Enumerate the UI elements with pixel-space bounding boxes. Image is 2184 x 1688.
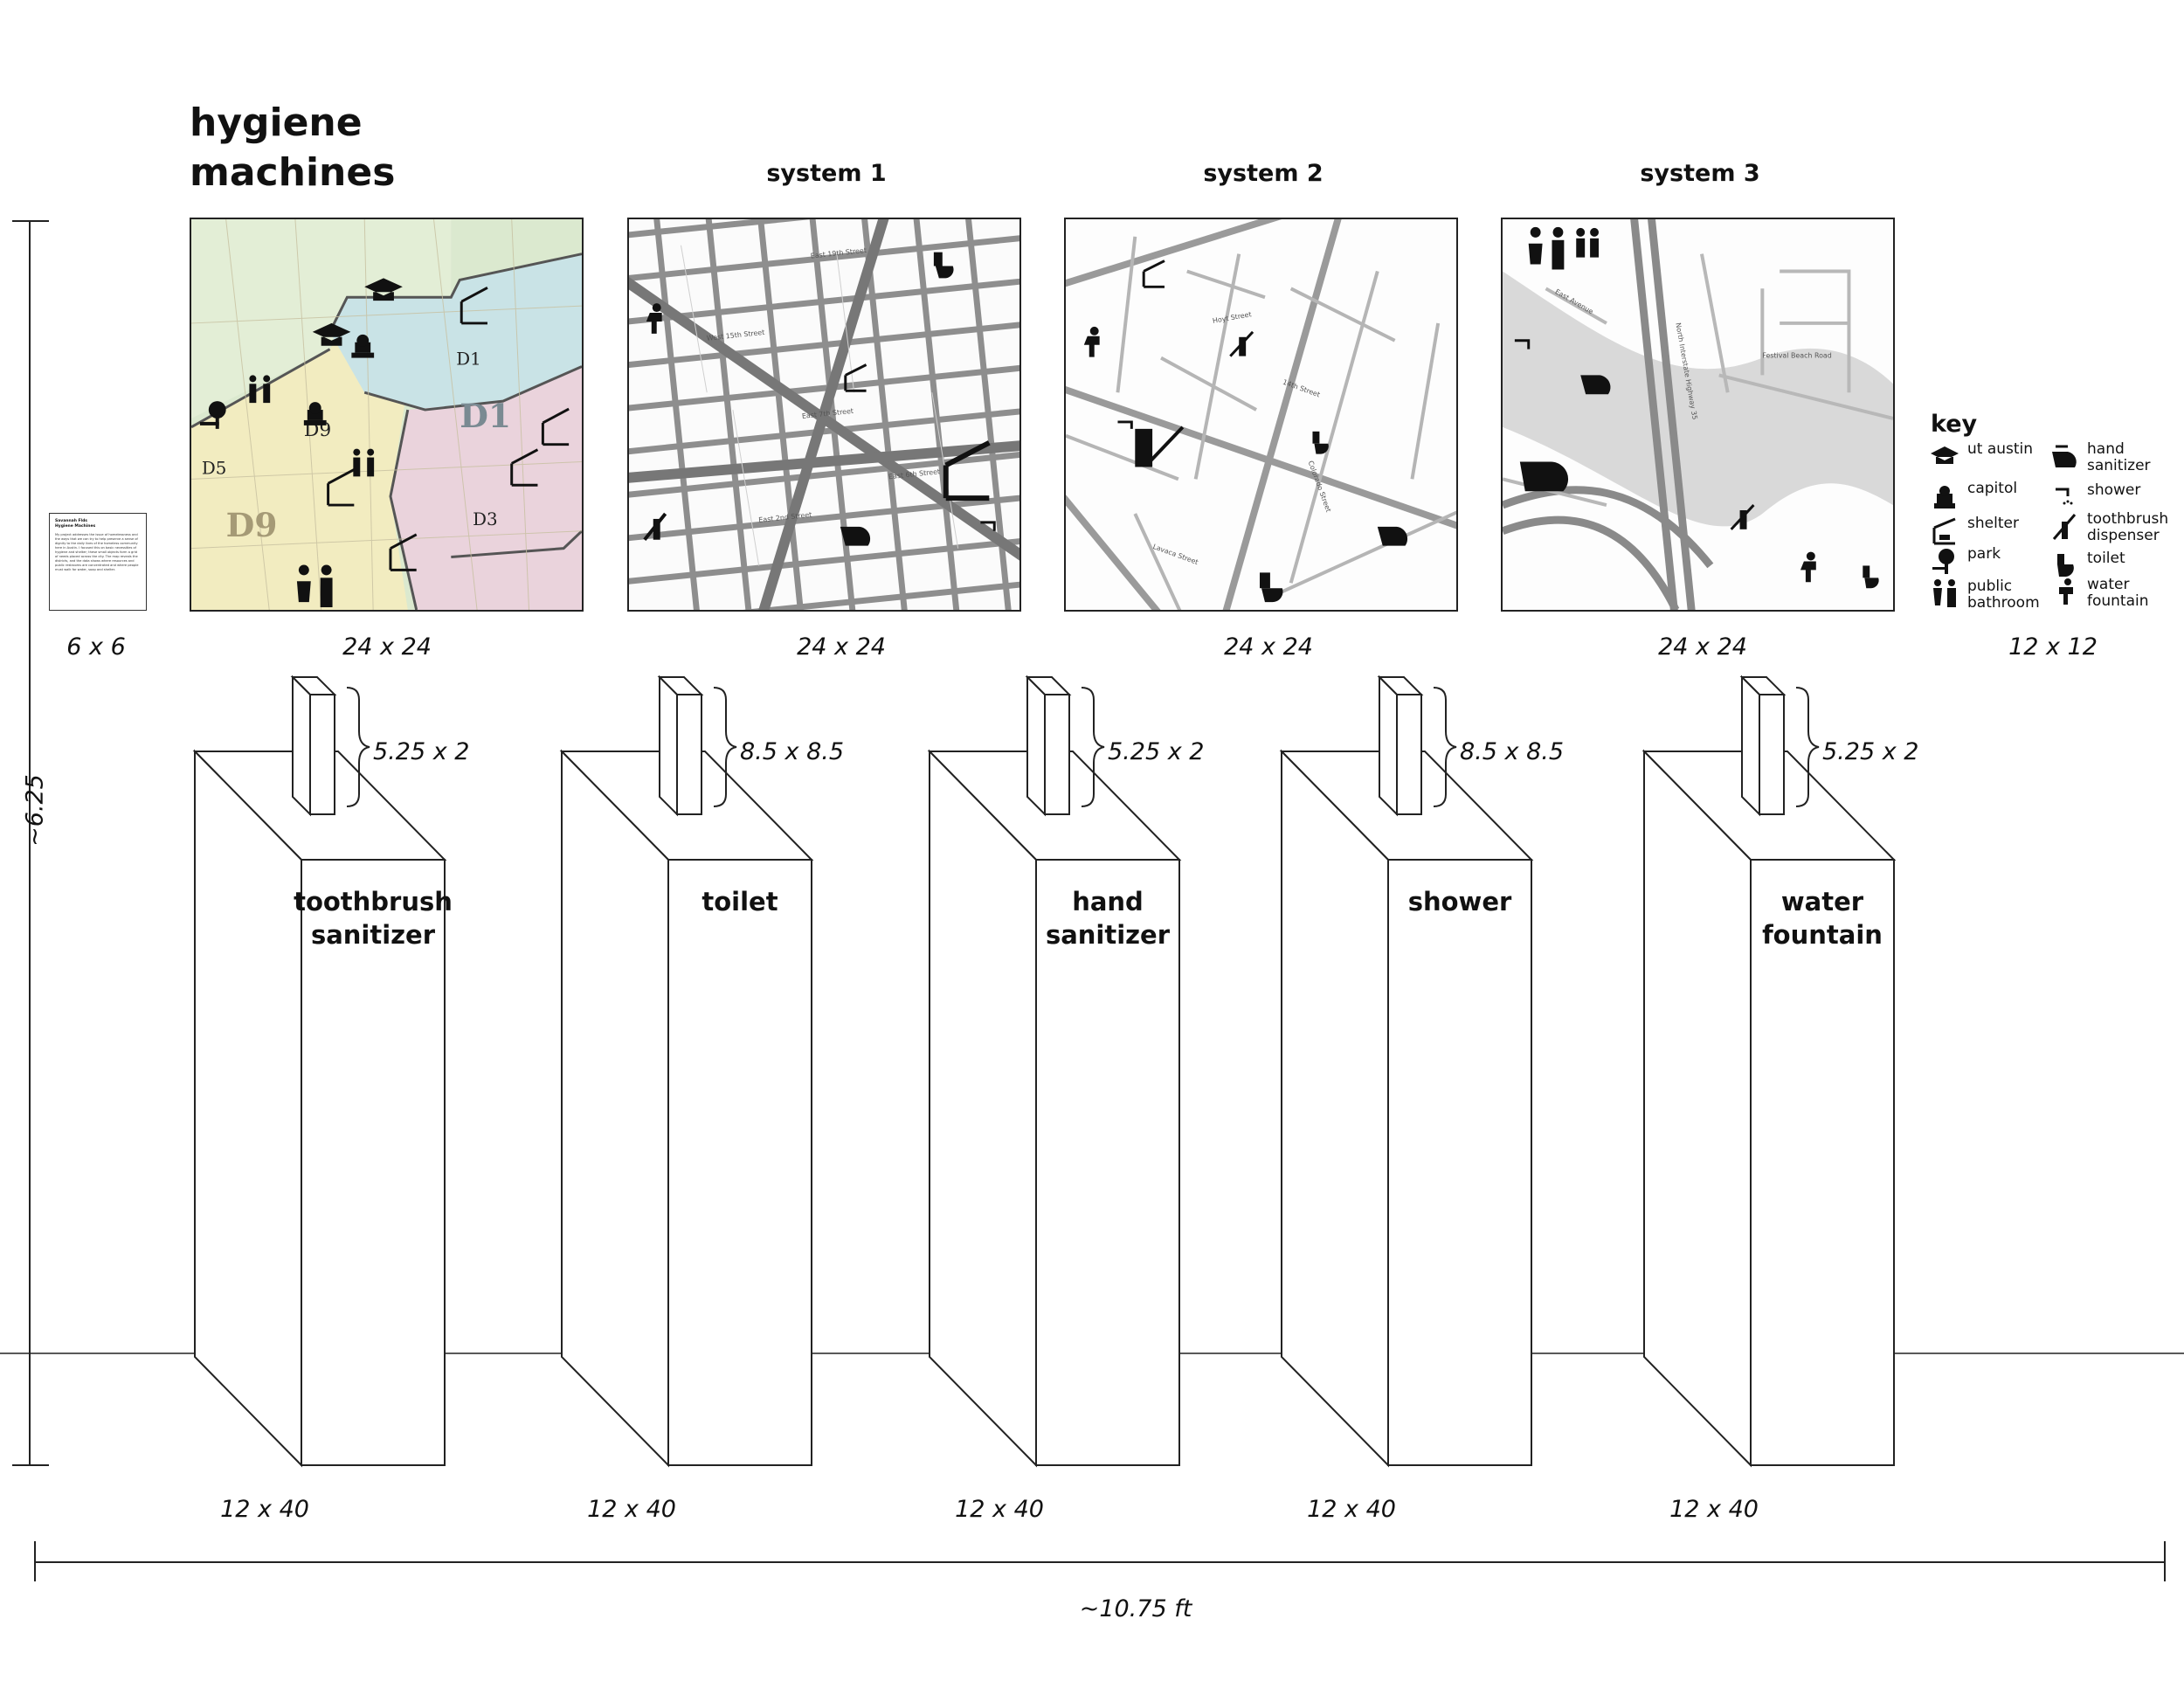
key-item: park (1929, 546, 2063, 578)
plinth (1279, 749, 1534, 1468)
district-label: D9 (226, 506, 278, 544)
key-item-label: toilet (2087, 550, 2125, 567)
graduation-cap-icon (1931, 446, 1959, 464)
key-item-label: shelter (1967, 515, 2019, 532)
district-label: D5 (202, 458, 226, 478)
water-fountain-icon (2059, 578, 2073, 605)
paper-dim-label: 6 x 6 (66, 633, 126, 661)
plinth (1641, 749, 1897, 1468)
title-line-1: hygiene (190, 100, 363, 145)
district-label: D1 (456, 349, 481, 370)
key-item-label: ut austin (1967, 440, 2034, 458)
key-item-label: public bathroom (1967, 578, 2040, 612)
plinth-label-line-1: shower (1407, 887, 1512, 917)
system-1-title: system 1 (766, 160, 887, 187)
shower-icon (2056, 488, 2073, 505)
dimension-brace (1433, 687, 1457, 807)
height-dim-label: ~6.25 (21, 774, 49, 847)
key-item: ut austin (1929, 441, 2063, 473)
plinth-label-line-1: toilet (702, 887, 778, 917)
box-dim-label: 5.25 x 2 (1108, 738, 1205, 765)
dispenser-box (1739, 675, 1787, 817)
restroom-icon (1933, 579, 1956, 607)
key-item: shelter (1929, 515, 2063, 547)
dispenser-box (657, 675, 704, 817)
key-title: key (1931, 411, 1978, 438)
system-3-map: East Avenue North Interstate Highway 35 … (1501, 218, 1895, 612)
base-dim-label: 12 x 40 (1307, 1496, 1396, 1523)
dispenser-box (290, 675, 337, 817)
park-icon (1932, 549, 1954, 574)
title-line-2: machines (190, 150, 396, 195)
key-item-label: hand sanitizer (2087, 440, 2151, 474)
plinth-label-line-2: sanitizer (310, 920, 436, 950)
box-dim-label: 8.5 x 8.5 (1460, 738, 1565, 765)
key-item: toilet (2049, 550, 2183, 582)
width-dim-label: ~10.75 ft (1079, 1595, 1192, 1622)
plinth-label-line-1: water (1780, 887, 1864, 917)
box-dim-label: 5.25 x 2 (1822, 738, 1919, 765)
district-label: D3 (473, 509, 498, 529)
system-1-map: East 19th Street West 15th Street East 7… (627, 218, 1021, 612)
plinth-label-line-1: toothbrush (294, 887, 453, 917)
key-item-label: park (1967, 545, 2001, 563)
box-dim-label: 5.25 x 2 (373, 738, 470, 765)
base-dim-label: 12 x 40 (220, 1496, 309, 1523)
key-item: shower (2049, 482, 2183, 514)
dispenser-box (1377, 675, 1424, 817)
plinth-label: shower (1379, 885, 1540, 918)
map-dim-label: 24 x 24 (1224, 633, 1313, 661)
toothbrush-icon (2052, 514, 2077, 540)
district-map: D1 D1 D9 D9 D5 D3 (190, 218, 584, 612)
key-item: water fountain (2049, 577, 2183, 610)
plinth (559, 749, 814, 1468)
map-dim-label: 24 x 24 (1658, 633, 1747, 661)
system-2-map: Hoyt Street 14th Street Colorado Street … (1064, 218, 1458, 612)
base-dim-label: 12 x 40 (955, 1496, 1044, 1523)
plinth-label-line-1: hand (1072, 887, 1144, 917)
plinth-label-line-2: sanitizer (1045, 920, 1171, 950)
plinth-label: toilet (660, 885, 820, 918)
key-item-label: water fountain (2087, 576, 2149, 610)
key-item: toothbrush dispenser (2049, 511, 2183, 544)
system-2-title: system 2 (1203, 160, 1324, 187)
plinth (927, 749, 1182, 1468)
system-3-title: system 3 (1640, 160, 1760, 187)
map-dim-label: 24 x 24 (797, 633, 886, 661)
plinth (192, 749, 447, 1468)
dimension-brace (346, 687, 370, 807)
base-dim-label: 12 x 40 (587, 1496, 676, 1523)
key-dim-label: 12 x 12 (2008, 633, 2098, 661)
key-item-label: shower (2087, 481, 2141, 499)
dimension-brace (1081, 687, 1105, 807)
page-title: hygiene machines (190, 98, 395, 197)
map-dim-label: 24 x 24 (342, 633, 432, 661)
hand-sanitizer-icon (2052, 445, 2077, 467)
dimension-brace (713, 687, 737, 807)
dispenser-box (1025, 675, 1072, 817)
toilet-icon (2057, 554, 2074, 578)
key-item: capitol (1929, 481, 2063, 512)
base-dim-label: 12 x 40 (1669, 1496, 1759, 1523)
key-item: hand sanitizer (2049, 441, 2183, 474)
plinth-label-line-2: fountain (1762, 920, 1883, 950)
shelter-icon (1932, 517, 1956, 545)
box-dim-label: 8.5 x 8.5 (740, 738, 845, 765)
svg-text:Festival Beach Road: Festival Beach Road (1762, 352, 1831, 360)
district-label: D1 (460, 397, 511, 435)
key-item-label: capitol (1967, 480, 2018, 497)
capitol-icon (1934, 486, 1955, 508)
dimension-brace (1795, 687, 1820, 807)
key-item: public bathroom (1929, 578, 2063, 612)
key-item-label: toothbrush dispenser (2087, 510, 2169, 544)
